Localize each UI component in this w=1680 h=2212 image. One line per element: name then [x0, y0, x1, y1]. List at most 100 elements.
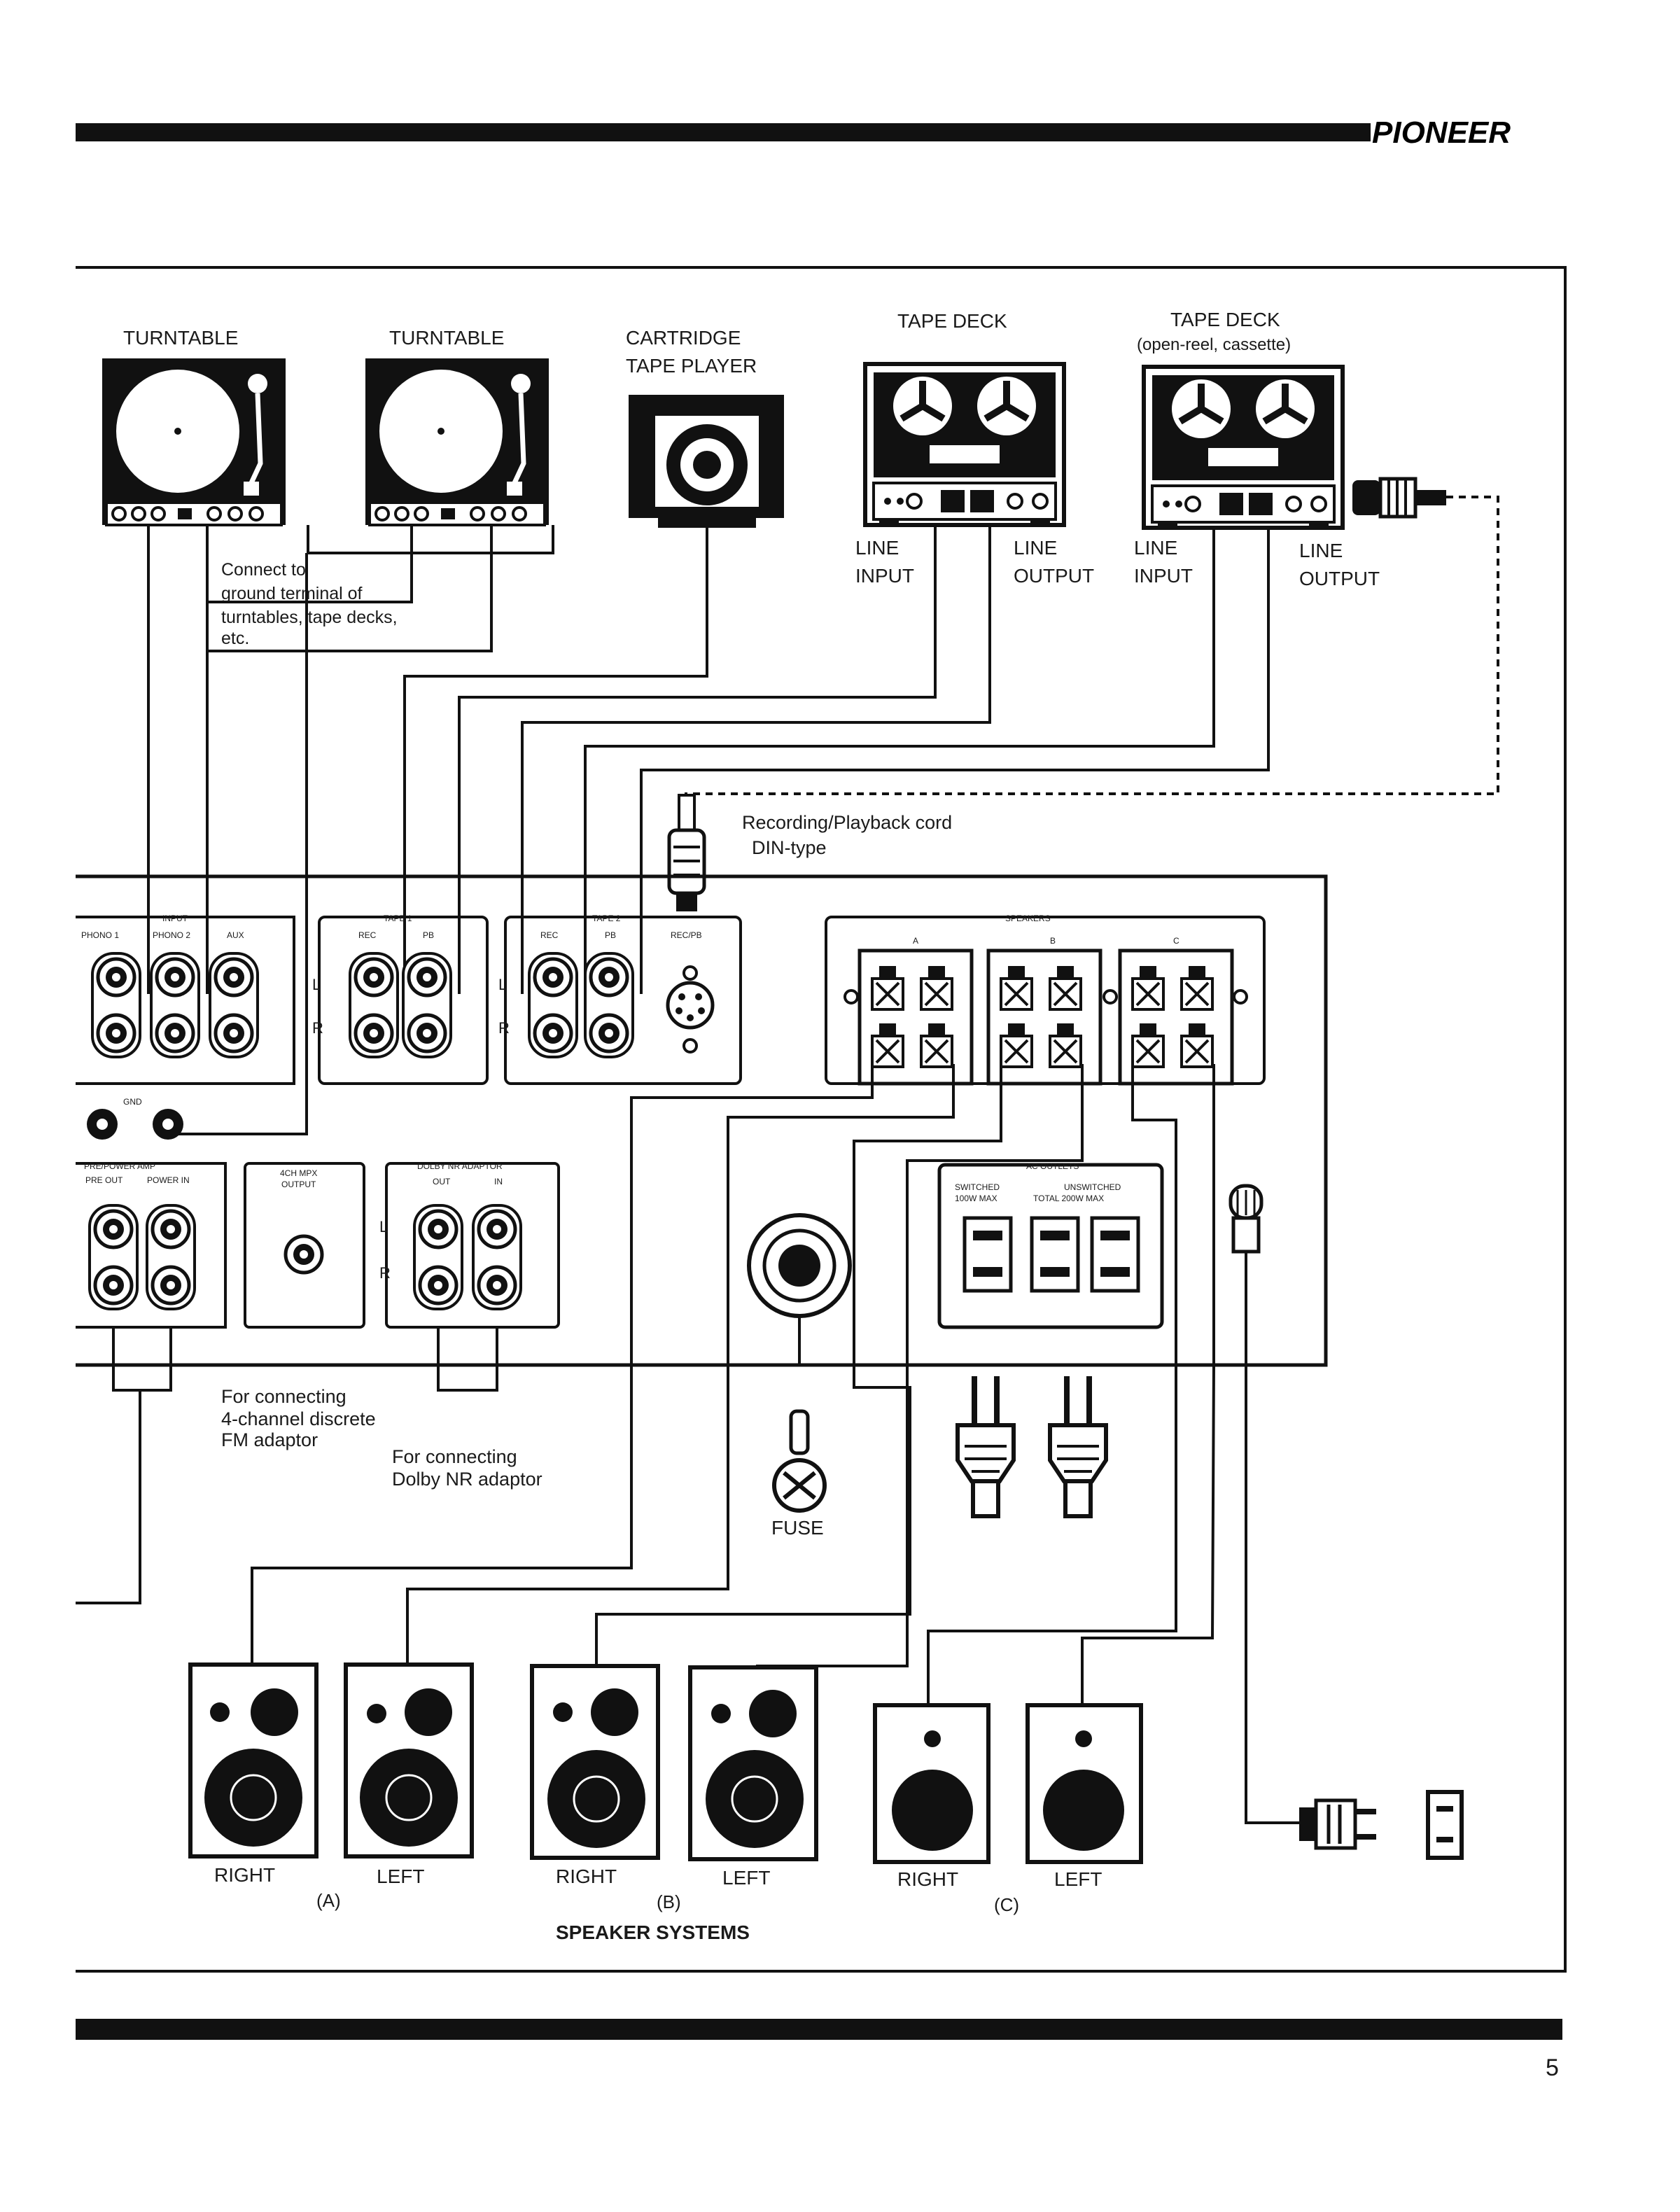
group-a-label: (A) — [316, 1890, 341, 1911]
speaker-b-left — [688, 1665, 818, 1861]
svg-text:REC: REC — [540, 930, 559, 940]
ac-plug-1 — [958, 1376, 1014, 1516]
speaker-a-right-label: RIGHT — [214, 1864, 275, 1886]
speakers-terminal-section: SPEAKERS A B C — [825, 913, 1266, 1086]
speaker-a-right — [188, 1662, 318, 1858]
svg-text:GND: GND — [123, 1097, 142, 1107]
ground-note-2: ground terminal of — [221, 584, 363, 603]
dolby-note-2: Dolby NR adaptor — [392, 1469, 542, 1490]
deck1-line-input-2: INPUT — [855, 565, 914, 587]
svg-text:R: R — [312, 1019, 323, 1037]
footer-bar — [76, 2019, 1562, 2040]
ac-outlets-section: AC OUTLETS SWITCHED 100W MAX UNSWITCHED … — [937, 1161, 1164, 1329]
speaker-systems-title: SPEAKER SYSTEMS — [556, 1921, 750, 1943]
svg-text:4CH MPX: 4CH MPX — [280, 1168, 317, 1178]
svg-text:IN: IN — [494, 1177, 503, 1186]
dolby-note-1: For connecting — [392, 1446, 517, 1467]
svg-text:POWER IN: POWER IN — [147, 1175, 190, 1185]
deck2-line-output-2: OUTPUT — [1299, 568, 1380, 589]
svg-text:PRE OUT: PRE OUT — [85, 1175, 123, 1185]
receiver-power-cord — [1228, 1184, 1264, 1254]
speaker-c-left-label: LEFT — [1054, 1868, 1102, 1890]
cartridge-label-1: CARTRIDGE — [626, 327, 741, 349]
svg-text:TAPE 2: TAPE 2 — [592, 913, 621, 923]
tape-deck-2 — [1144, 367, 1343, 529]
svg-text:INPUT: INPUT — [162, 913, 188, 923]
speaker-b-left-label: LEFT — [722, 1867, 770, 1889]
fuse — [772, 1409, 827, 1513]
deck1-line-output-2: OUTPUT — [1014, 565, 1094, 587]
dolby-adaptor-section: DOLBY NR ADAPTOR OUT IN L R — [379, 1161, 560, 1329]
svg-text:TOTAL 200W MAX: TOTAL 200W MAX — [1033, 1194, 1104, 1203]
gnd-terminals: GND — [87, 1097, 183, 1140]
fuse-label: FUSE — [771, 1517, 824, 1539]
tape1-section: TAPE 1 REC PB L R — [312, 913, 489, 1085]
page-number: 5 — [1546, 2054, 1559, 2081]
turntable-1 — [102, 358, 286, 525]
ground-note-4: etc. — [221, 629, 249, 648]
svg-text:OUT: OUT — [433, 1177, 451, 1186]
fm-note-1: For connecting — [221, 1386, 346, 1407]
svg-text:R: R — [379, 1264, 391, 1282]
svg-text:DOLBY NR ADAPTOR: DOLBY NR ADAPTOR — [417, 1161, 503, 1171]
speaker-c-right — [873, 1703, 990, 1864]
ground-note-1: Connect to — [221, 560, 306, 580]
svg-text:100W MAX: 100W MAX — [955, 1194, 997, 1203]
tape-deck-1-label: TAPE DECK — [897, 310, 1007, 332]
speaker-b-right-label: RIGHT — [556, 1865, 617, 1887]
din-cord-plug — [667, 794, 706, 911]
pre-power-amp-section: PRE/POWER AMP PRE OUT POWER IN — [76, 1161, 227, 1329]
svg-text:A: A — [913, 936, 918, 946]
tape2-section: TAPE 2 REC PB REC/PB L R — [498, 913, 742, 1085]
speaker-c-left — [1026, 1703, 1143, 1864]
speaker-b-right — [530, 1664, 660, 1860]
svg-text:L: L — [379, 1218, 388, 1236]
deck2-line-input-1: LINE — [1134, 537, 1177, 559]
deck1-line-input-1: LINE — [855, 537, 899, 559]
turntable-1-label: TURNTABLE — [123, 327, 238, 349]
svg-text:L: L — [312, 976, 321, 993]
deck2-line-output-1: LINE — [1299, 540, 1343, 561]
input-section: INPUT PHONO 1 PHONO 2 AUX — [76, 913, 295, 1085]
diagram-frame — [76, 266, 1567, 1973]
turntable-2-label: TURNTABLE — [389, 327, 504, 349]
din-cord-label-2: DIN-type — [752, 837, 827, 858]
speaker-a-left-label: LEFT — [377, 1865, 424, 1887]
svg-text:AC OUTLETS: AC OUTLETS — [1026, 1161, 1079, 1171]
svg-text:SWITCHED: SWITCHED — [955, 1182, 1000, 1192]
fm-note-2: 4-channel discrete — [221, 1408, 376, 1429]
cables-bottom — [76, 1064, 1299, 1824]
svg-text:PHONO 2: PHONO 2 — [153, 930, 190, 940]
tape-deck-1 — [865, 364, 1064, 526]
svg-text:OUTPUT: OUTPUT — [281, 1180, 316, 1189]
din-plug-top — [1352, 477, 1446, 519]
svg-text:REC: REC — [358, 930, 377, 940]
ground-note-3: turntables, tape decks, — [221, 608, 398, 627]
turntable-2 — [365, 358, 549, 525]
cartridge-label-2: TAPE PLAYER — [626, 355, 757, 377]
fourch-mpx-output-section: 4CH MPX OUTPUT — [244, 1162, 365, 1329]
svg-text:SPEAKERS: SPEAKERS — [1005, 913, 1051, 923]
svg-text:PB: PB — [605, 930, 616, 940]
svg-text:TAPE 1: TAPE 1 — [384, 913, 412, 923]
din-cord-label-1: Recording/Playback cord — [742, 812, 952, 833]
tape-deck-2-label: TAPE DECK — [1170, 309, 1280, 330]
deck1-line-output-1: LINE — [1014, 537, 1057, 559]
svg-text:PHONO 1: PHONO 1 — [81, 930, 119, 940]
tape-deck-2-sublabel: (open-reel, cassette) — [1137, 335, 1291, 354]
svg-text:PB: PB — [423, 930, 434, 940]
header-bar — [76, 123, 1371, 141]
svg-text:PRE/POWER AMP: PRE/POWER AMP — [84, 1161, 155, 1171]
deck2-line-input-2: INPUT — [1134, 565, 1193, 587]
fuse-holder — [747, 1213, 852, 1365]
group-b-label: (B) — [657, 1891, 681, 1912]
speaker-c-right-label: RIGHT — [897, 1868, 958, 1890]
svg-text:R: R — [498, 1019, 510, 1037]
svg-text:L: L — [498, 976, 507, 993]
svg-text:UNSWITCHED: UNSWITCHED — [1064, 1182, 1121, 1192]
wall-plug — [1299, 1790, 1464, 1860]
ac-plug-2 — [1050, 1376, 1106, 1516]
svg-text:B: B — [1050, 936, 1056, 946]
svg-text:C: C — [1173, 936, 1180, 946]
